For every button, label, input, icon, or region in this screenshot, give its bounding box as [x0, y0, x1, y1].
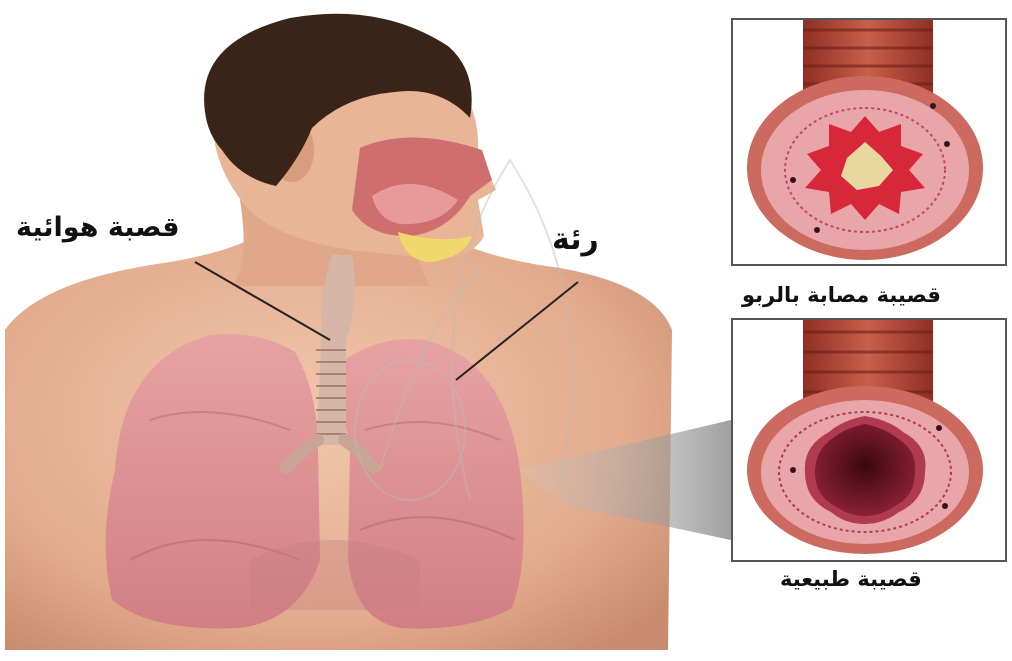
normal-bronchiole-panel: [731, 318, 1007, 562]
asthmatic-bronchiole-label: قصيبة مصابة بالربو: [742, 283, 941, 307]
normal-bronchiole-label: قصيبة طبيعية: [780, 567, 922, 591]
asthmatic-bronchiole-panel: [731, 18, 1007, 266]
lung-label: رئة: [552, 222, 599, 257]
trachea-label: قصبة هوائية: [16, 212, 180, 243]
